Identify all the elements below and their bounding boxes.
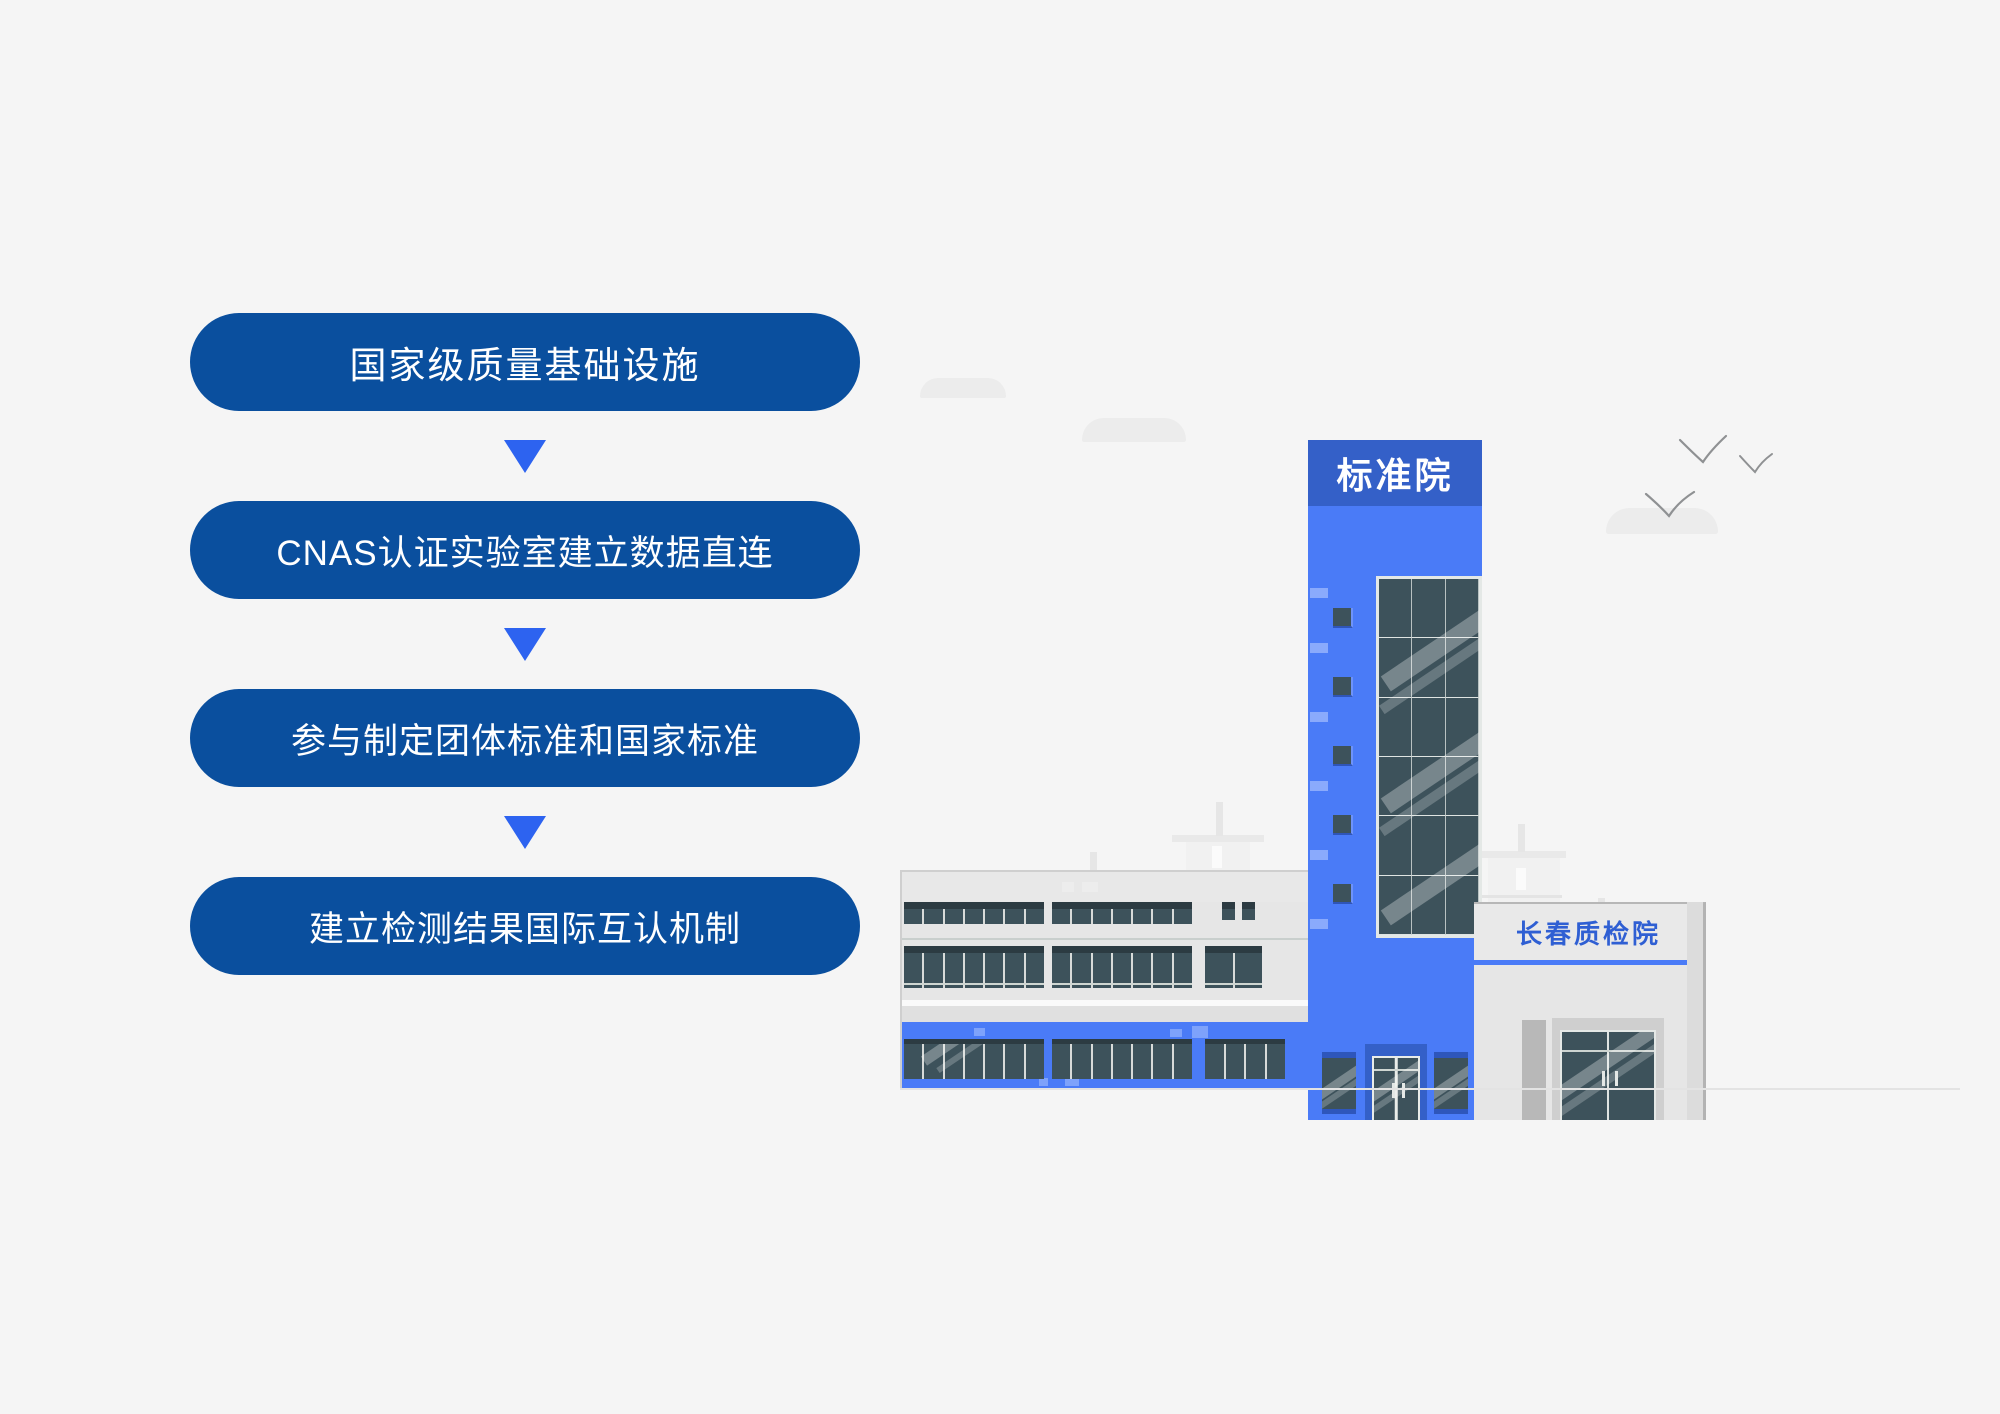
tower-edge-accent bbox=[1310, 850, 1328, 860]
tower-sign: 标准院 bbox=[1308, 440, 1482, 506]
skyline-cap bbox=[1474, 851, 1566, 858]
triangle-down-icon bbox=[504, 627, 546, 661]
wing-window-strip-3b bbox=[1052, 902, 1192, 924]
pill-step-3-label: 参与制定团体标准和国家标准 bbox=[290, 721, 759, 761]
wing-window-strip-2c bbox=[1205, 946, 1262, 988]
pill-step-4-label: 建立检测结果国际互认机制 bbox=[308, 909, 741, 949]
skyline-window bbox=[1516, 868, 1526, 890]
wing-blue-chip bbox=[974, 1028, 985, 1036]
skyline-antenna bbox=[1518, 824, 1525, 852]
flow-step-4: 建立检测结果国际互认机制 bbox=[190, 877, 860, 975]
triangle-down-icon bbox=[504, 439, 546, 473]
pill-step-4[interactable]: 建立检测结果国际互认机制 bbox=[190, 877, 860, 975]
tower-building: 标准院 bbox=[1308, 440, 1482, 1120]
bird-icon-2 bbox=[1739, 453, 1773, 474]
wing-roof-chip bbox=[1062, 882, 1074, 892]
cloud-icon-1 bbox=[920, 378, 1006, 398]
tower-edge-accent bbox=[1310, 919, 1328, 929]
wing-window-strip-2a bbox=[904, 946, 1044, 988]
tower-door-frame bbox=[1365, 1044, 1427, 1120]
tower-sign-label: 标准院 bbox=[1336, 455, 1454, 496]
door-split bbox=[1607, 1032, 1609, 1120]
skyline-antenna bbox=[1090, 852, 1097, 884]
door-handle-left[interactable] bbox=[1602, 1071, 1605, 1086]
flow-step-1: 国家级质量基础设施 bbox=[190, 313, 860, 411]
tower-base-window-left bbox=[1322, 1052, 1356, 1114]
door-transom bbox=[1374, 1069, 1418, 1071]
door-handle-right[interactable] bbox=[1615, 1071, 1618, 1086]
pill-step-1-label: 国家级质量基础设施 bbox=[349, 345, 701, 386]
tower-window-4 bbox=[1333, 815, 1353, 835]
annex-entrance-door[interactable] bbox=[1560, 1030, 1656, 1120]
tower-entrance-base bbox=[1308, 1036, 1482, 1120]
wing-window-strip-1b bbox=[1052, 1039, 1192, 1079]
flow-step-3: 参与制定团体标准和国家标准 bbox=[190, 689, 860, 787]
connector-2 bbox=[190, 599, 860, 689]
cloud-icon-3 bbox=[1606, 508, 1718, 534]
tower-edge-accent bbox=[1310, 643, 1328, 653]
tower-edge-accent bbox=[1310, 588, 1328, 598]
building-illustration: 标准院 bbox=[900, 378, 1960, 1120]
curtain-grid bbox=[1379, 579, 1479, 935]
wing-window-small-1 bbox=[1222, 902, 1235, 920]
connector-3 bbox=[190, 787, 860, 877]
tower-edge-accent bbox=[1310, 712, 1328, 722]
skyline-window bbox=[1212, 846, 1222, 868]
main-wing-building bbox=[900, 870, 1320, 1090]
wing-spandrel bbox=[902, 1000, 1320, 1006]
wing-blue-chip bbox=[1065, 1075, 1079, 1086]
annex-building: 长春质检院 bbox=[1474, 902, 1706, 1120]
wing-parapet bbox=[902, 872, 1320, 902]
tower-window-1 bbox=[1333, 608, 1353, 628]
triangle-down-icon bbox=[504, 815, 546, 849]
pill-step-2-label: CNAS认证实验室建立数据直连 bbox=[276, 533, 774, 573]
wing-spandrel-2 bbox=[902, 1006, 1320, 1022]
annex-accent-rule bbox=[1474, 960, 1703, 965]
wing-window-strip-1a bbox=[904, 1039, 1044, 1079]
wing-floor-divider bbox=[902, 938, 1320, 940]
ground-line bbox=[900, 1088, 1960, 1090]
skyline-antenna bbox=[1216, 802, 1223, 836]
annex-sign-label: 长春质检院 bbox=[1515, 918, 1661, 949]
skyline-cap bbox=[1172, 835, 1264, 842]
tower-edge-accent bbox=[1310, 781, 1328, 791]
wing-window-strip-2b bbox=[1052, 946, 1192, 988]
connector-1 bbox=[190, 411, 860, 501]
annex-pillar bbox=[1522, 1020, 1546, 1120]
wing-roof-chip bbox=[1082, 882, 1098, 892]
tower-base-window-right bbox=[1434, 1052, 1468, 1114]
pill-step-2[interactable]: CNAS认证实验室建立数据直连 bbox=[190, 501, 860, 599]
wing-window-strip-1c bbox=[1205, 1039, 1285, 1079]
wing-blue-chip bbox=[1039, 1078, 1048, 1086]
bird-icon-3 bbox=[1644, 490, 1696, 518]
annex-door-frame bbox=[1552, 1018, 1664, 1120]
tower-window-3 bbox=[1333, 746, 1353, 766]
wing-window-small-2 bbox=[1242, 902, 1255, 920]
process-flow: 国家级质量基础设施 CNAS认证实验室建立数据直连 参与制定团体标准和国家标准 … bbox=[190, 313, 860, 975]
wing-blue-chip bbox=[1170, 1029, 1182, 1037]
cloud-icon-2 bbox=[1082, 418, 1186, 442]
door-handle-right[interactable] bbox=[1402, 1083, 1405, 1098]
tower-window-5 bbox=[1333, 884, 1353, 904]
door-transom bbox=[1562, 1050, 1654, 1052]
wing-blue-chip bbox=[1192, 1026, 1208, 1038]
pill-step-1[interactable]: 国家级质量基础设施 bbox=[190, 313, 860, 411]
pill-step-3[interactable]: 参与制定团体标准和国家标准 bbox=[190, 689, 860, 787]
annex-sign: 长春质检院 bbox=[1474, 904, 1703, 960]
flow-step-2: CNAS认证实验室建立数据直连 bbox=[190, 501, 860, 599]
annex-side-wall bbox=[1687, 902, 1703, 1120]
door-handle-left[interactable] bbox=[1392, 1083, 1395, 1098]
bird-icon-1 bbox=[1678, 434, 1728, 464]
wing-window-strip-3a bbox=[904, 902, 1044, 924]
tower-curtain-wall bbox=[1376, 576, 1482, 938]
skyline-floor-line bbox=[1478, 895, 1562, 898]
tower-window-2 bbox=[1333, 677, 1353, 697]
